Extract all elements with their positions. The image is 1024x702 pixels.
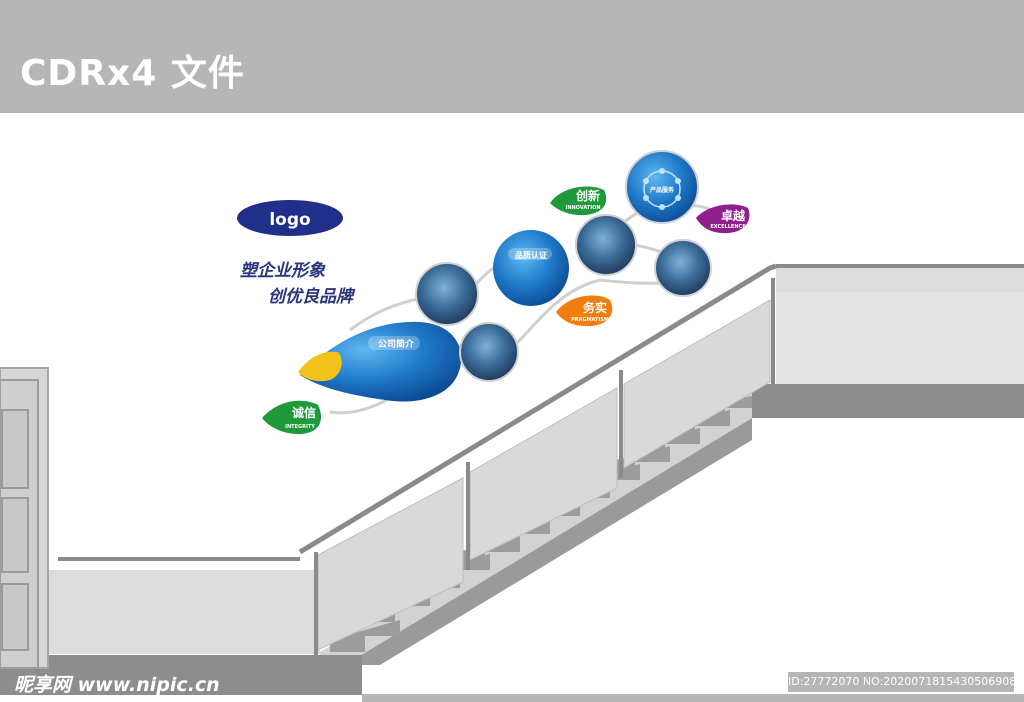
service-hub-nodes: [643, 168, 681, 210]
photo-circle-3: [575, 214, 637, 276]
slogan-line-2: 创优良品牌: [268, 287, 356, 307]
value-tag-integrity: 诚信 INTEGRITY: [262, 400, 322, 435]
service-hub-label: 产品服务: [650, 186, 675, 194]
balustrade-posts: [314, 278, 775, 660]
upper-landing: [752, 384, 1024, 418]
logo-text: logo: [269, 210, 310, 230]
excellence-cn: 卓越: [721, 208, 746, 223]
lower-wall-panel: [48, 570, 320, 654]
photo-circle-2: [459, 322, 519, 382]
value-tag-excellence: 卓越 EXCELLENCE: [696, 204, 750, 234]
door: [0, 367, 49, 669]
intro-teardrop: [300, 321, 462, 402]
glass-balustrade: [317, 299, 771, 651]
watermark-id: ID:27772070 NO:20200718154305069081: [788, 672, 1023, 692]
excellence-en: EXCELLENCE: [710, 224, 746, 230]
lower-floor: [0, 655, 362, 695]
integrity-en: INTEGRITY: [285, 424, 315, 430]
header-title: CDRx4 文件: [20, 53, 245, 94]
certification-label: 品质认证: [515, 250, 547, 260]
header-banner: CDRx4 文件: [0, 0, 1024, 113]
sloped-handrail: [298, 263, 777, 555]
slogan-line-1: 塑企业形象: [240, 261, 326, 281]
innovation-cn: 创新: [575, 188, 600, 203]
intro-label: 公司简介: [378, 338, 415, 350]
pragmatism-cn: 务实: [583, 300, 607, 315]
logo-badge: [237, 200, 343, 236]
yellow-drop: [298, 351, 342, 382]
watermark-site: 昵享网 www.nipic.cn: [14, 674, 220, 696]
value-tag-innovation: 创新 INNOVATION: [550, 186, 607, 216]
integrity-cn: 诚信: [292, 405, 316, 420]
value-tag-pragmatism: 务实 PRAGMATISM: [556, 295, 613, 327]
service-hub-ball: [625, 150, 699, 224]
photo-circle-1: [415, 262, 479, 326]
innovation-en: INNOVATION: [565, 205, 600, 211]
pragmatism-en: PRAGMATISM: [571, 317, 609, 323]
photo-circle-4: [654, 239, 712, 297]
certification-ball: [493, 230, 569, 306]
